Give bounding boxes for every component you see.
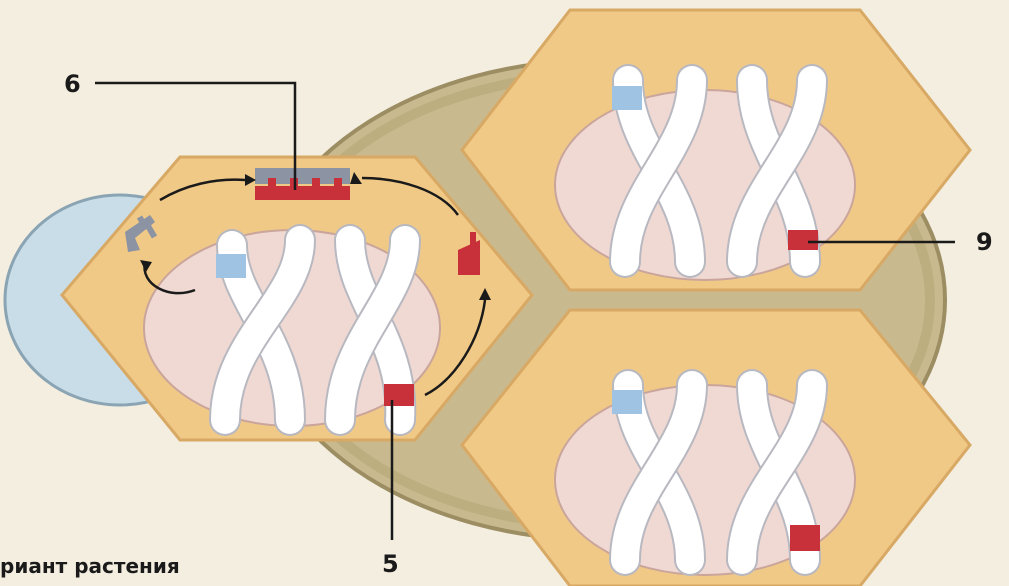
top-right-blue-band [612, 86, 642, 110]
bottom-right-cell-hexagon [462, 310, 970, 586]
top-right-cell-hexagon [462, 10, 970, 290]
top-right-red-band [788, 230, 818, 250]
bottom-right-blue-band [612, 390, 642, 414]
label-5: 5 [382, 550, 399, 578]
label-9: 9 [976, 228, 993, 256]
bottom-right-red-band [790, 525, 820, 551]
left-blue-band [216, 254, 246, 278]
left-red-band [384, 384, 414, 406]
label-6: 6 [64, 70, 81, 98]
combined-protein [255, 168, 350, 200]
caption-text: риант растения [0, 554, 180, 578]
